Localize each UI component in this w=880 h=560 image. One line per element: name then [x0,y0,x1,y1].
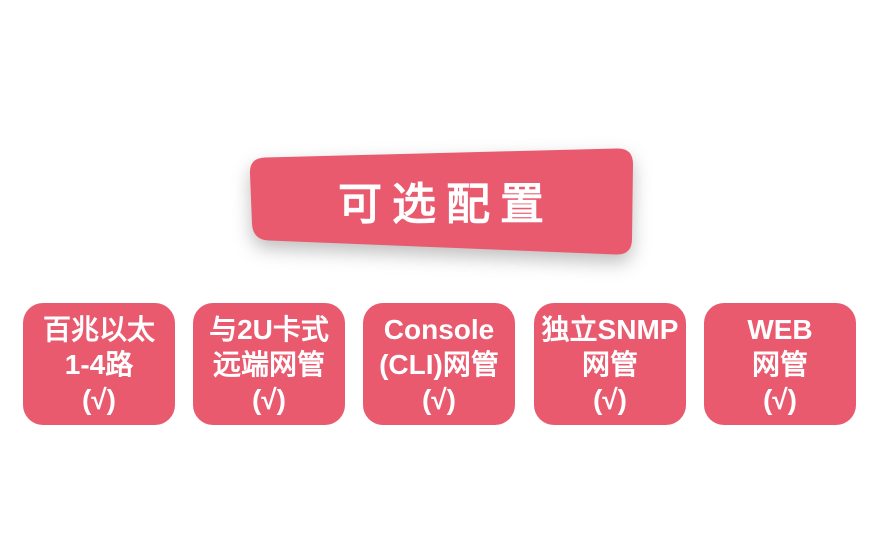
option-card-2u-card-remote-nm: 与2U卡式 远端网管 (√) [193,303,345,425]
option-card-line: 网管 [751,348,808,380]
banner-title: 可选配置 [338,180,554,229]
option-card-check: (√) [251,383,286,415]
option-card-check: (√) [762,383,797,415]
option-card-line: 1-4路 [64,348,134,380]
option-card-line: (CLI)网管 [379,348,499,380]
option-card-line: WEB [747,313,813,345]
option-card-snmp: 独立SNMP 网管 (√) [534,303,686,425]
option-card-check: (√) [421,383,456,415]
option-card-fe-ethernet: 百兆以太 1-4路 (√) [23,303,175,425]
option-card-line: 网管 [581,348,638,380]
option-card-line: 独立SNMP [541,313,679,345]
option-card-check: (√) [592,383,627,415]
option-card-check: (√) [81,383,116,415]
option-card-line: 百兆以太 [42,313,155,345]
option-card-web: WEB 网管 (√) [704,303,856,425]
option-card-line: 与2U卡式 [209,313,329,345]
option-card-line: 远端网管 [212,348,325,380]
option-card-console-cli: Console (CLI)网管 (√) [363,303,515,425]
option-card-line: Console [383,313,495,345]
